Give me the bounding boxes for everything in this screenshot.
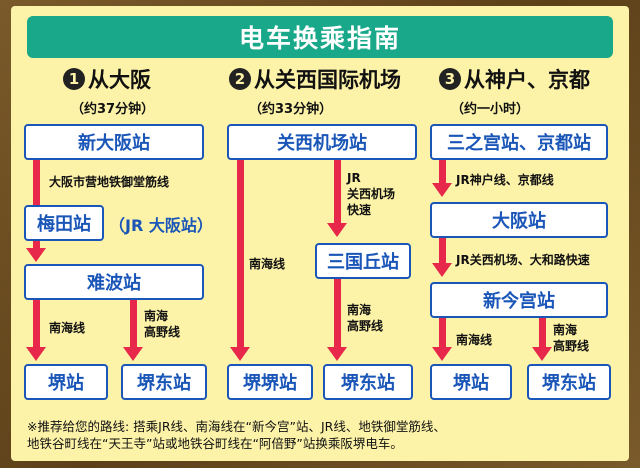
route-1-arrow-2-head bbox=[26, 248, 46, 262]
route-1-arrow-4-head bbox=[123, 347, 143, 361]
station-namba[interactable]: 难波站 bbox=[24, 264, 204, 300]
station-sakai-2[interactable]: 堺站 bbox=[430, 364, 512, 400]
route-3-arrow-3-shaft bbox=[439, 318, 446, 348]
route-3-arrow-2-head bbox=[432, 263, 452, 277]
station-sakaihigashi-1[interactable]: 堺东站 bbox=[121, 364, 207, 400]
route-1-arrow-3-head bbox=[26, 347, 46, 361]
route-3-arrow-2-shaft bbox=[439, 238, 446, 264]
route-1-arrow-3-shaft bbox=[33, 300, 40, 348]
route-2-arrow-3-shaft bbox=[334, 279, 341, 348]
station-umeda-jr-note: （JR 大阪站） bbox=[109, 216, 213, 235]
route-3-header: 3 从神户、京都 bbox=[439, 64, 590, 94]
station-umeda[interactable]: 梅田站 bbox=[24, 205, 104, 241]
station-sakai[interactable]: 堺站 bbox=[24, 364, 108, 400]
route-1-arrow-2-shaft bbox=[33, 241, 40, 249]
guide-title: 电车换乘指南 bbox=[27, 16, 613, 58]
route-3-arrow-1-head bbox=[432, 183, 452, 197]
route-1-number-badge: 1 bbox=[63, 68, 85, 90]
route-1-line-nankai: 南海线 bbox=[49, 321, 86, 335]
route-2-number-badge: 2 bbox=[229, 68, 251, 90]
route-3-arrow-4-head bbox=[532, 347, 552, 361]
route-1-line-midosuji: 大阪市营地铁御堂筋线 bbox=[49, 175, 170, 189]
route-3-arrow-4-shaft bbox=[539, 318, 546, 348]
route-2-line-nankai: 南海线 bbox=[249, 257, 286, 271]
route-2-arrow-2-head bbox=[327, 223, 347, 237]
route-2-time: （约33分钟） bbox=[249, 102, 333, 117]
route-3-line-jr-airport-yamatoji: JR关西机场、大和路快速 bbox=[456, 253, 590, 267]
station-mikunigaoka[interactable]: 三国丘站 bbox=[315, 243, 411, 279]
route-1-time: （约37分钟） bbox=[71, 102, 155, 117]
route-3-arrow-1-shaft bbox=[439, 160, 446, 184]
route-3-time: （约一小时） bbox=[451, 102, 530, 117]
route-2-arrow-1-head bbox=[230, 347, 250, 361]
route-3-origin: 从神户、京都 bbox=[464, 68, 590, 92]
route-2-arrow-2-shaft bbox=[334, 160, 341, 224]
route-1-arrow-1-shaft bbox=[33, 160, 40, 206]
route-2-line-koya: 南海 高野线 bbox=[347, 303, 384, 333]
route-recommendation-note: ※推荐给您的路线: 搭乘JR线、南海线在“新今宫”站、JR线、地铁御堂筋线、 地… bbox=[27, 419, 446, 451]
station-shin-osaka[interactable]: 新大阪站 bbox=[24, 124, 204, 160]
route-3-arrow-3-head bbox=[432, 347, 452, 361]
station-sakai-sakai[interactable]: 堺堺站 bbox=[227, 364, 313, 400]
station-osaka[interactable]: 大阪站 bbox=[430, 202, 608, 238]
station-kansai-airport[interactable]: 关西机场站 bbox=[227, 124, 417, 160]
route-2-header: 2 从关西国际机场 bbox=[229, 64, 401, 94]
route-1-header: 1 从大阪 bbox=[63, 64, 151, 94]
station-sannomiya-kyoto[interactable]: 三之宫站、京都站 bbox=[430, 124, 608, 160]
route-2-origin: 从关西国际机场 bbox=[254, 68, 401, 92]
route-3-line-koya: 南海 高野线 bbox=[553, 323, 590, 353]
station-sakaihigashi-3[interactable]: 堺东站 bbox=[527, 364, 611, 400]
guide-panel: 电车换乘指南 1 从大阪 （约37分钟） 2 从关西国际机场 （约33分钟） 3… bbox=[11, 6, 629, 461]
route-2-arrow-3-head bbox=[327, 347, 347, 361]
route-1-line-koya: 南海 高野线 bbox=[144, 309, 181, 339]
route-2-line-jr-airport: JR 关西机场 快速 bbox=[347, 171, 396, 217]
route-3-line-jr-kobe-kyoto: JR神户线、京都线 bbox=[456, 173, 554, 187]
station-shin-imamiya[interactable]: 新今宫站 bbox=[430, 282, 608, 318]
route-1-origin: 从大阪 bbox=[88, 68, 151, 92]
route-1-arrow-4-shaft bbox=[130, 300, 137, 348]
route-3-number-badge: 3 bbox=[439, 68, 461, 90]
route-3-line-nankai: 南海线 bbox=[456, 333, 493, 347]
route-2-arrow-1-shaft bbox=[237, 160, 244, 348]
station-sakaihigashi-2[interactable]: 堺东站 bbox=[323, 364, 413, 400]
